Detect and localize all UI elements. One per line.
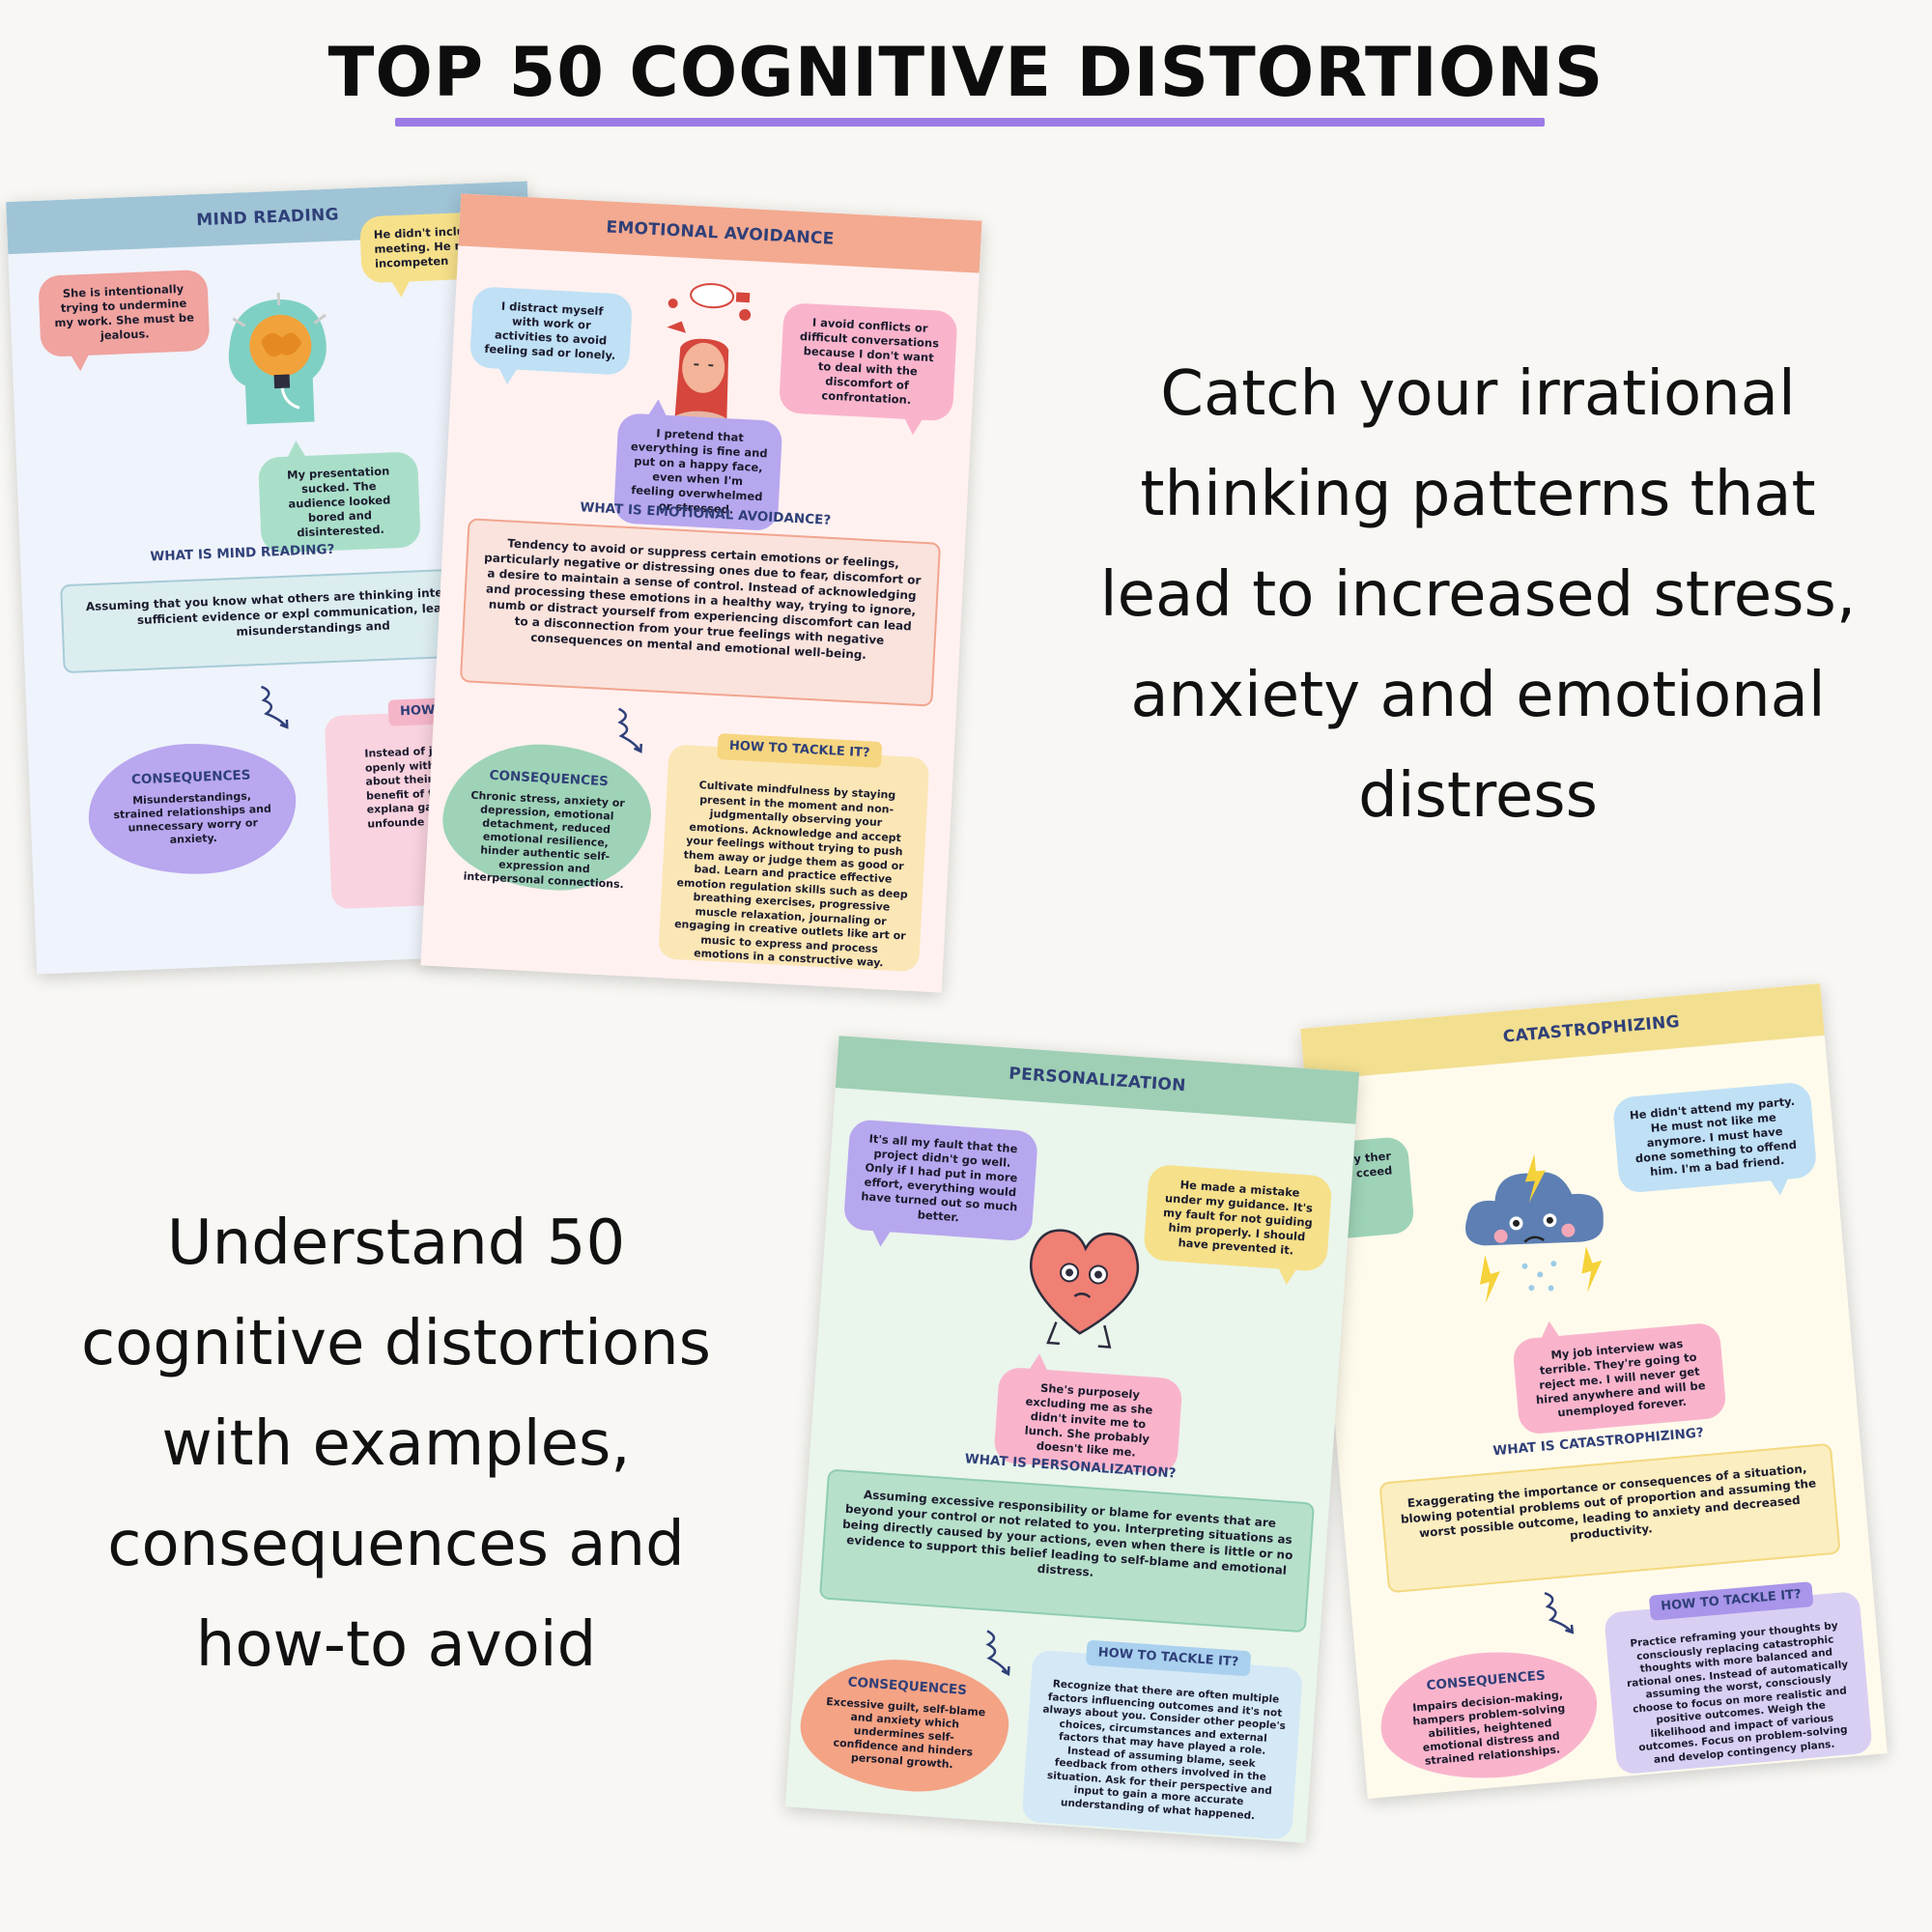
- consequences-cloud: CONSEQUENCES Chronic stress, anxiety or …: [439, 739, 655, 895]
- thought-bubble: My presentation sucked. The audience loo…: [257, 451, 421, 554]
- consequences-heading: CONSEQUENCES: [130, 767, 251, 788]
- tackle-box: HOW TO TACKLE IT? Recognize that there a…: [1021, 1639, 1304, 1840]
- tackle-heading: HOW TO TACKLE IT?: [717, 733, 883, 768]
- sheet-title: CATASTROPHIZING: [1300, 982, 1825, 1081]
- tagline-understand: Understand 50 cognitive distortions with…: [80, 1208, 712, 1681]
- title-underline: [395, 118, 1545, 127]
- consequences-cloud: CONSEQUENCES Impairs decision-making, ha…: [1375, 1643, 1604, 1788]
- worksheet-emotional-avoidance: EMOTIONAL AVOIDANCE I distract myself wi…: [420, 193, 982, 993]
- tackle-text: Recognize that there are often multiple …: [1042, 1678, 1287, 1822]
- thought-bubble: She is intentionally trying to undermine…: [38, 269, 211, 357]
- definition-box: Exaggerating the importance or consequen…: [1378, 1442, 1841, 1594]
- consequences-text: Chronic stress, anxiety or depression, e…: [463, 788, 626, 892]
- thought-bubble: I avoid conflicts or difficult conversat…: [778, 302, 958, 422]
- sad-heart-icon: [1029, 1229, 1140, 1349]
- tackle-box: HOW TO TACKLE IT? Cultivate mindfulness …: [658, 733, 930, 973]
- definition-box: Tendency to avoid or suppress certain em…: [459, 518, 942, 707]
- section-heading: WHAT IS MIND READING?: [150, 541, 335, 565]
- arrow-icon: [1544, 1592, 1575, 1634]
- tackle-box: HOW TO TACKLE IT? Practice reframing you…: [1604, 1581, 1873, 1776]
- thought-bubble: My job interview was terrible. They're g…: [1512, 1321, 1727, 1435]
- consequences-text: Excessive guilt, self-blame and anxiety …: [825, 1694, 986, 1772]
- thought-bubble: I distract myself with work or activitie…: [469, 286, 634, 376]
- arrow-icon: [985, 1630, 1010, 1676]
- thought-bubble: He didn't attend my party. He must not l…: [1611, 1081, 1818, 1194]
- tackle-text: Cultivate mindfulness by staying present…: [673, 779, 908, 970]
- worksheet-mind-reading: MIND READING She is intentionally trying…: [6, 181, 558, 975]
- page-title: TOP 50 COGNITIVE DISTORTIONS: [327, 33, 1605, 112]
- tackle-heading: HOW TO TACKLE IT?: [1085, 1639, 1252, 1676]
- arrow-icon: [261, 685, 289, 729]
- sheet-title: EMOTIONAL AVOIDANCE: [458, 193, 982, 273]
- thought-bubble: It's all my fault that the project didn'…: [842, 1119, 1039, 1242]
- sheet-title: PERSONALIZATION: [835, 1036, 1360, 1124]
- tagline-catch: Catch your irrational thinking patterns …: [1099, 358, 1857, 832]
- tackle-heading: HOW TO TACKLE IT?: [1648, 1581, 1814, 1621]
- definition-box: Assuming excessive responsibility or bla…: [818, 1468, 1316, 1634]
- arrow-icon: [617, 707, 643, 753]
- consequences-text: Impairs decision-making, hampers problem…: [1411, 1689, 1566, 1768]
- storm-cloud-icon: [1465, 1153, 1604, 1304]
- consequences-heading: CONSEQUENCES: [847, 1674, 968, 1698]
- consequences-heading: CONSEQUENCES: [489, 767, 610, 790]
- consequences-cloud: CONSEQUENCES Misunderstandings, strained…: [85, 739, 299, 879]
- worksheet-catastrophizing: CATASTROPHIZING I y ther cceed He didn't…: [1300, 982, 1888, 1800]
- worksheet-personalization: PERSONALIZATION It's all my fault that t…: [784, 1036, 1360, 1843]
- thought-bubble: He made a mistake under my guidance. It'…: [1143, 1163, 1333, 1272]
- brain-head-icon: [228, 292, 327, 425]
- consequences-text: Misunderstandings, strained relationship…: [113, 789, 272, 846]
- tackle-text: Practice reframing your thoughts by cons…: [1626, 1619, 1849, 1766]
